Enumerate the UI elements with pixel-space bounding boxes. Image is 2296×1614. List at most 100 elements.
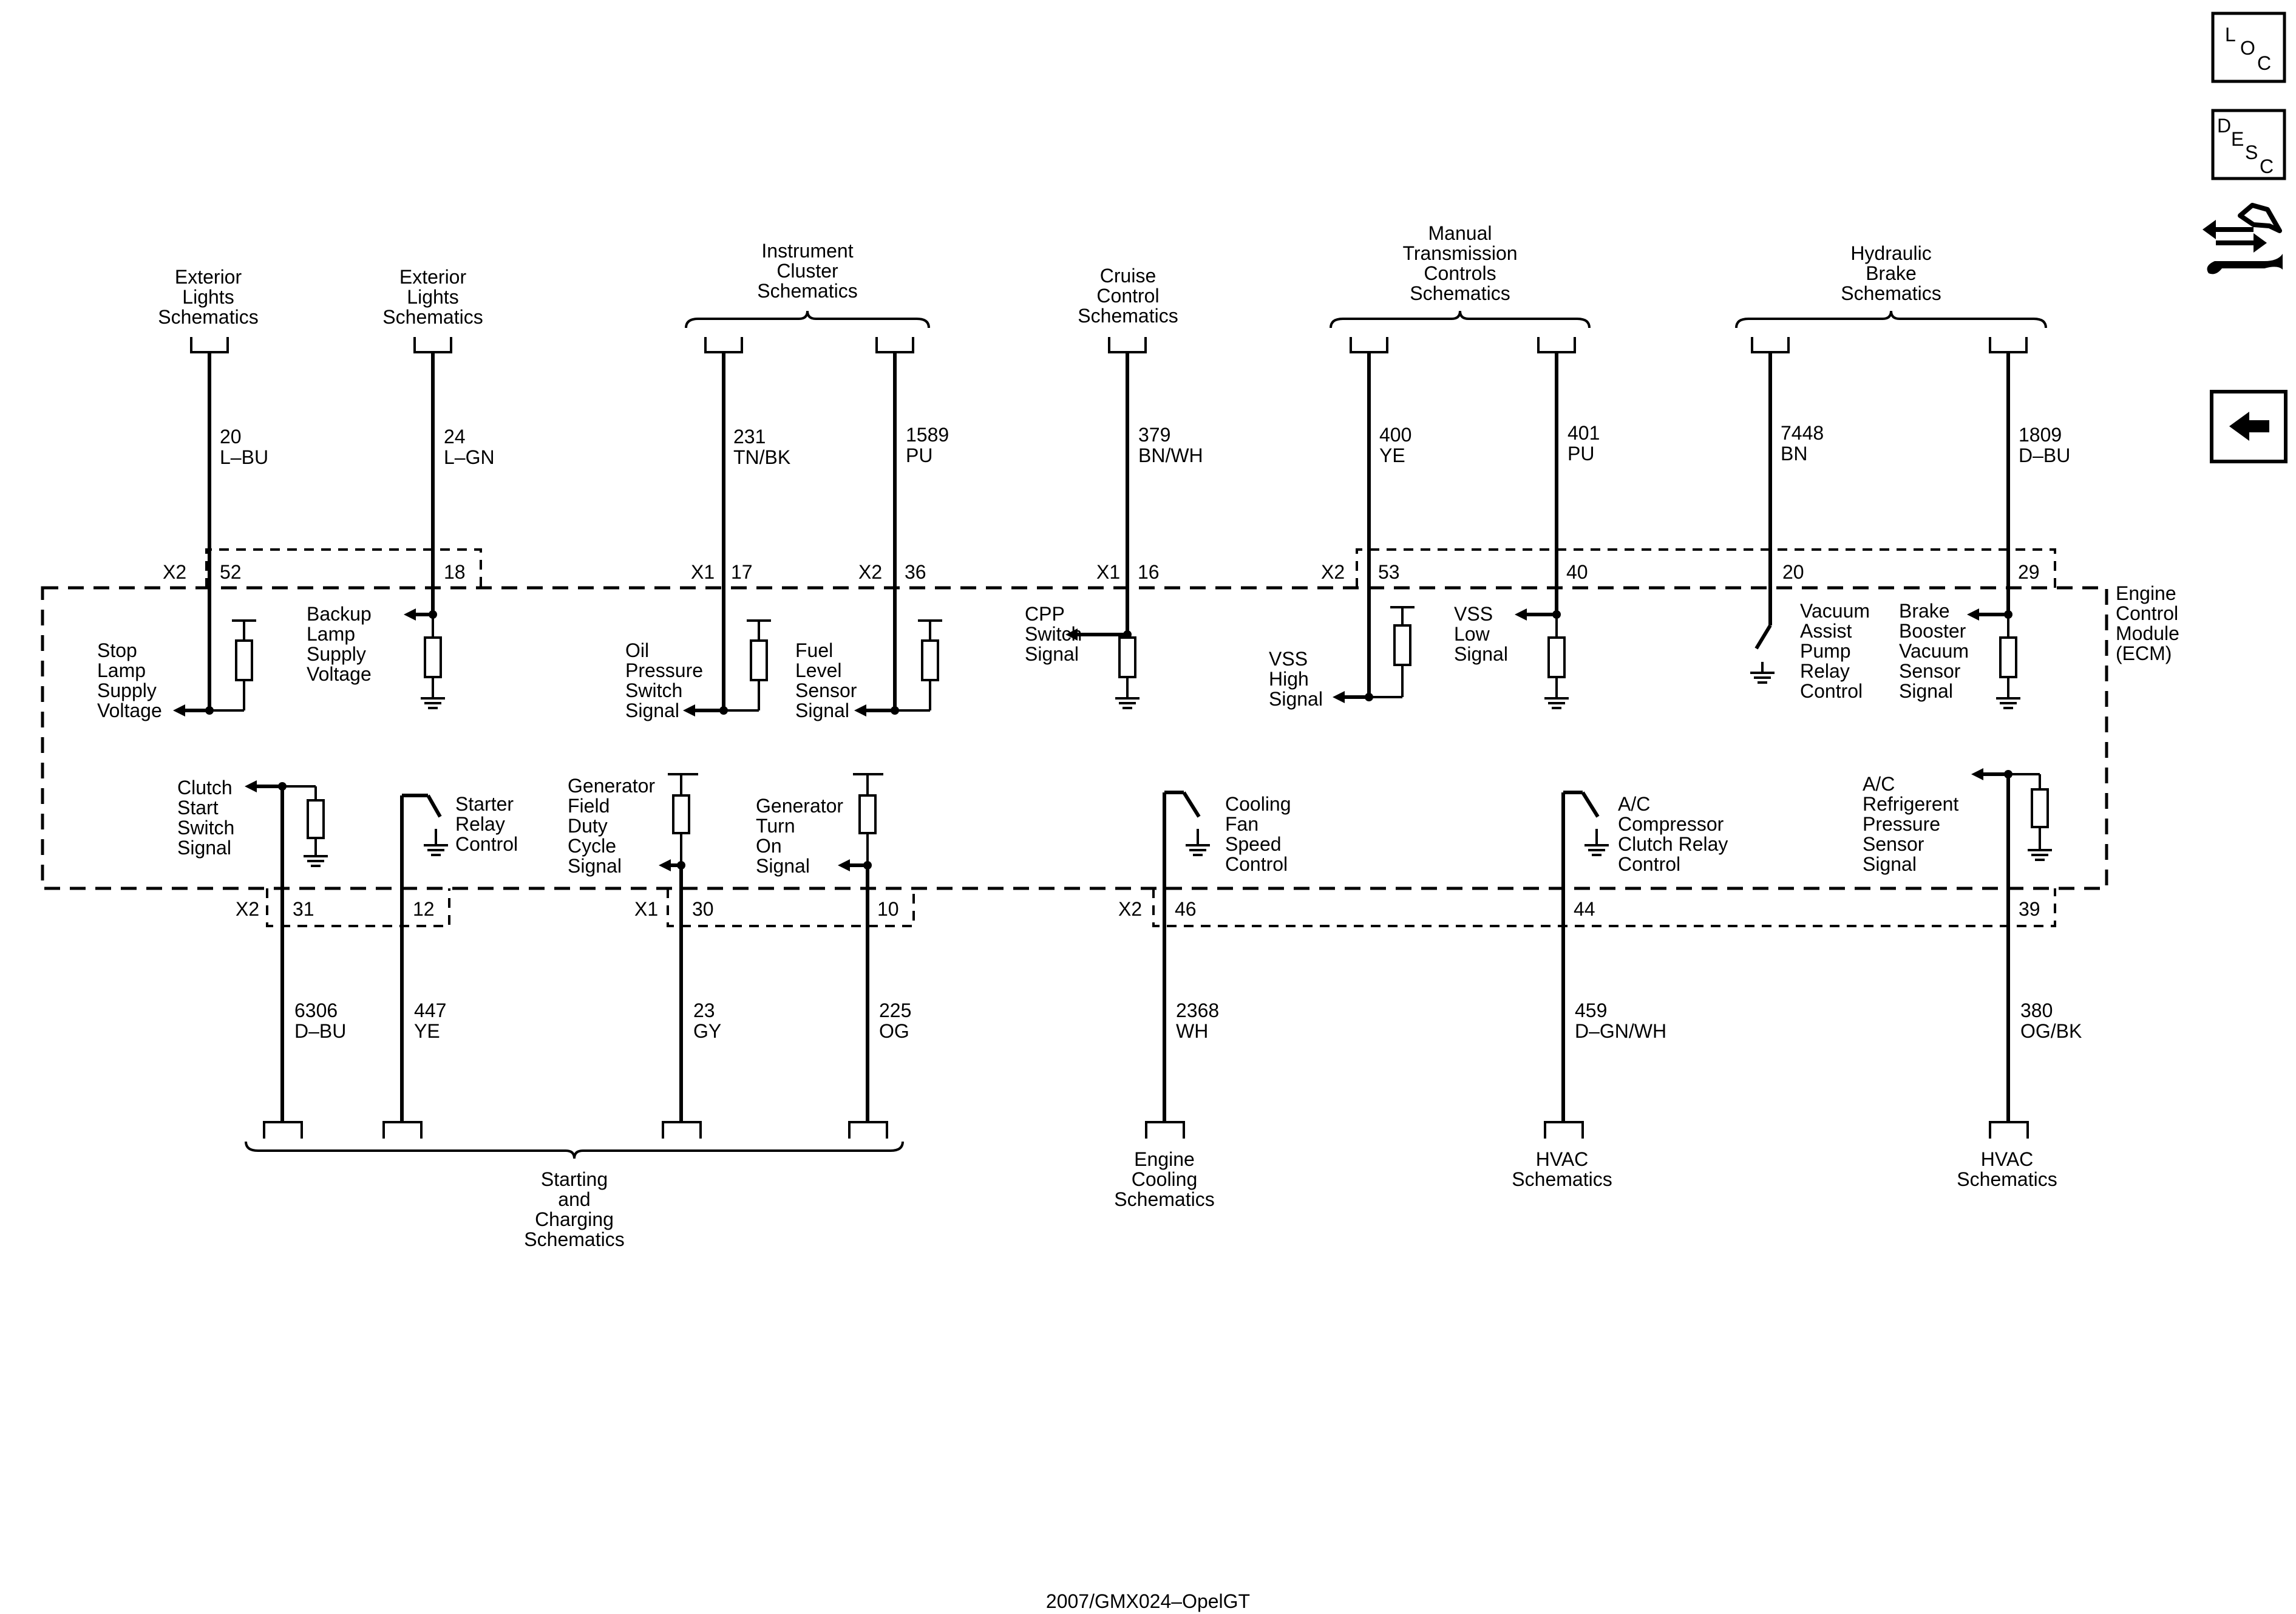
dest-label-line: Exterior [399, 266, 467, 288]
terminal-bottom [1544, 1121, 1584, 1139]
connector-box-top-x2-a [205, 548, 482, 588]
top-connector-boxes [205, 548, 2056, 588]
signal-label-line: Control [455, 833, 518, 855]
signal-label-line: CPP [1025, 603, 1065, 625]
connector-name: X2 [236, 898, 259, 920]
arrow-icon [1065, 628, 1078, 641]
top-wire-labels: 20 L–BU 24 L–GN 231 TN/BK 1589 PU 379 BN… [220, 422, 2070, 468]
dest-label-line: Engine [1134, 1148, 1195, 1170]
resistor-icon [1393, 624, 1411, 666]
connector-name: X2 [1118, 898, 1142, 920]
arrow-icon [1515, 608, 1527, 621]
wire-color: D–BU [2019, 444, 2070, 466]
dest-label-line: HVAC [1536, 1148, 1589, 1170]
circuit-number: 20 [220, 426, 242, 448]
internal-backup-lamp [404, 608, 445, 709]
dest-instrument-cluster: Instrument Cluster Schematics [757, 240, 857, 302]
desc-button[interactable]: D E S C [2211, 109, 2286, 180]
dest-starting-charging: Starting and Charging Schematics [524, 1168, 624, 1250]
dest-label-line: Instrument [761, 240, 853, 262]
pin-number: 52 [220, 561, 242, 583]
signal-label-line: Signal [1863, 853, 1917, 875]
signal-label-line: VSS [1454, 603, 1493, 625]
connector-box-bottom-x2-b [1152, 888, 2056, 927]
connector-box-bottom-x2-a [266, 888, 450, 927]
signal-label-line: Brake [1899, 600, 1950, 622]
signal-label-line: A/C [1863, 773, 1895, 795]
dest-label-line: Cluster [776, 260, 838, 282]
dest-cruise-control: Cruise Control Schematics [1078, 265, 1178, 327]
loc-letter: O [2240, 37, 2255, 59]
signal-clutch-start: Clutch Start Switch Signal [177, 777, 234, 859]
arrow-icon [838, 859, 850, 871]
signal-label-line: Supply [97, 679, 157, 701]
top-wires [208, 352, 2010, 710]
resistor-icon [921, 639, 939, 681]
desc-letter: S [2245, 141, 2258, 163]
desc-letter: C [2260, 155, 2274, 177]
terminal-top [1989, 337, 2028, 353]
brace-starting-charging [245, 1141, 904, 1159]
signal-label-line: Compressor [1618, 813, 1724, 835]
signal-fuel-level: Fuel Level Sensor Signal [795, 639, 857, 721]
pin-number: 46 [1175, 898, 1197, 920]
pin-number: 39 [2019, 898, 2040, 920]
signal-label-line: On [756, 835, 782, 857]
signal-cooling-fan: Cooling Fan Speed Control [1225, 793, 1291, 875]
pin-number: 30 [692, 898, 714, 920]
wire-color: BN [1781, 443, 1807, 465]
terminal-bottom [382, 1121, 423, 1139]
signal-label-line: Control [1800, 680, 1863, 702]
terminal-top [413, 337, 452, 353]
signal-label-line: Signal [1454, 643, 1508, 665]
signal-label-line: Backup [307, 603, 372, 625]
signal-vacuum-pump: Vacuum Assist Pump Relay Control [1800, 600, 1870, 702]
signal-label-line: Clutch Relay [1618, 833, 1728, 855]
pin-number: 17 [731, 561, 753, 583]
circuit-number: 24 [444, 426, 466, 448]
dest-engine-cooling: Engine Cooling Schematics [1114, 1148, 1214, 1210]
connector-name: X2 [163, 561, 186, 583]
wire-color: GY [693, 1020, 721, 1042]
loc-button[interactable]: L O C [2211, 12, 2286, 83]
pin-number: 31 [293, 898, 314, 920]
signal-label-line: Vacuum [1800, 600, 1870, 622]
connector-wrench-icon [2203, 203, 2283, 274]
signal-label-line: Turn [756, 815, 795, 837]
pin-number: 10 [877, 898, 899, 920]
pin-number: 53 [1378, 561, 1400, 583]
internal-ac-compressor [1563, 791, 1609, 856]
signal-generator-turn-on: Generator Turn On Signal [756, 795, 843, 877]
signal-label-line: High [1269, 668, 1309, 690]
signal-label-line: Fan [1225, 813, 1258, 835]
internal-starter-relay [402, 794, 448, 856]
signal-label-line: Field [568, 795, 610, 817]
arrow-icon [854, 704, 866, 717]
wire-color: YE [414, 1020, 440, 1042]
wire-color: OG [879, 1020, 909, 1042]
internal-oil-pressure [683, 619, 771, 717]
signal-label-line: Sensor [1899, 660, 1961, 682]
bottom-wire-labels: 6306 D–BU 447 YE 23 GY 225 OG 2368 WH 45… [294, 999, 2082, 1042]
ecm-label-line: Control [2116, 602, 2178, 624]
terminal-bottom [1989, 1121, 2029, 1139]
internal-cpp [1065, 628, 1140, 709]
back-button[interactable] [2210, 390, 2288, 463]
connector-repair-tools-button[interactable] [2203, 203, 2283, 274]
top-braces [685, 310, 2047, 329]
switch-icon [426, 794, 442, 818]
dest-label-line: Schematics [1512, 1168, 1612, 1190]
resistor-icon [307, 799, 325, 839]
dest-label-line: HVAC [1981, 1148, 2034, 1170]
signal-label-line: Assist [1800, 620, 1852, 642]
dest-label-line: Control [1096, 285, 1159, 307]
signal-label-line: Signal [625, 700, 679, 721]
signal-label-line: Starter [455, 793, 514, 815]
switch-icon [1182, 791, 1201, 818]
back-arrow-icon [2229, 412, 2269, 441]
loc-letter: C [2257, 52, 2271, 74]
circuit-number: 447 [414, 999, 446, 1021]
pin-number: 18 [444, 561, 466, 583]
resistor-icon [1999, 636, 2017, 678]
